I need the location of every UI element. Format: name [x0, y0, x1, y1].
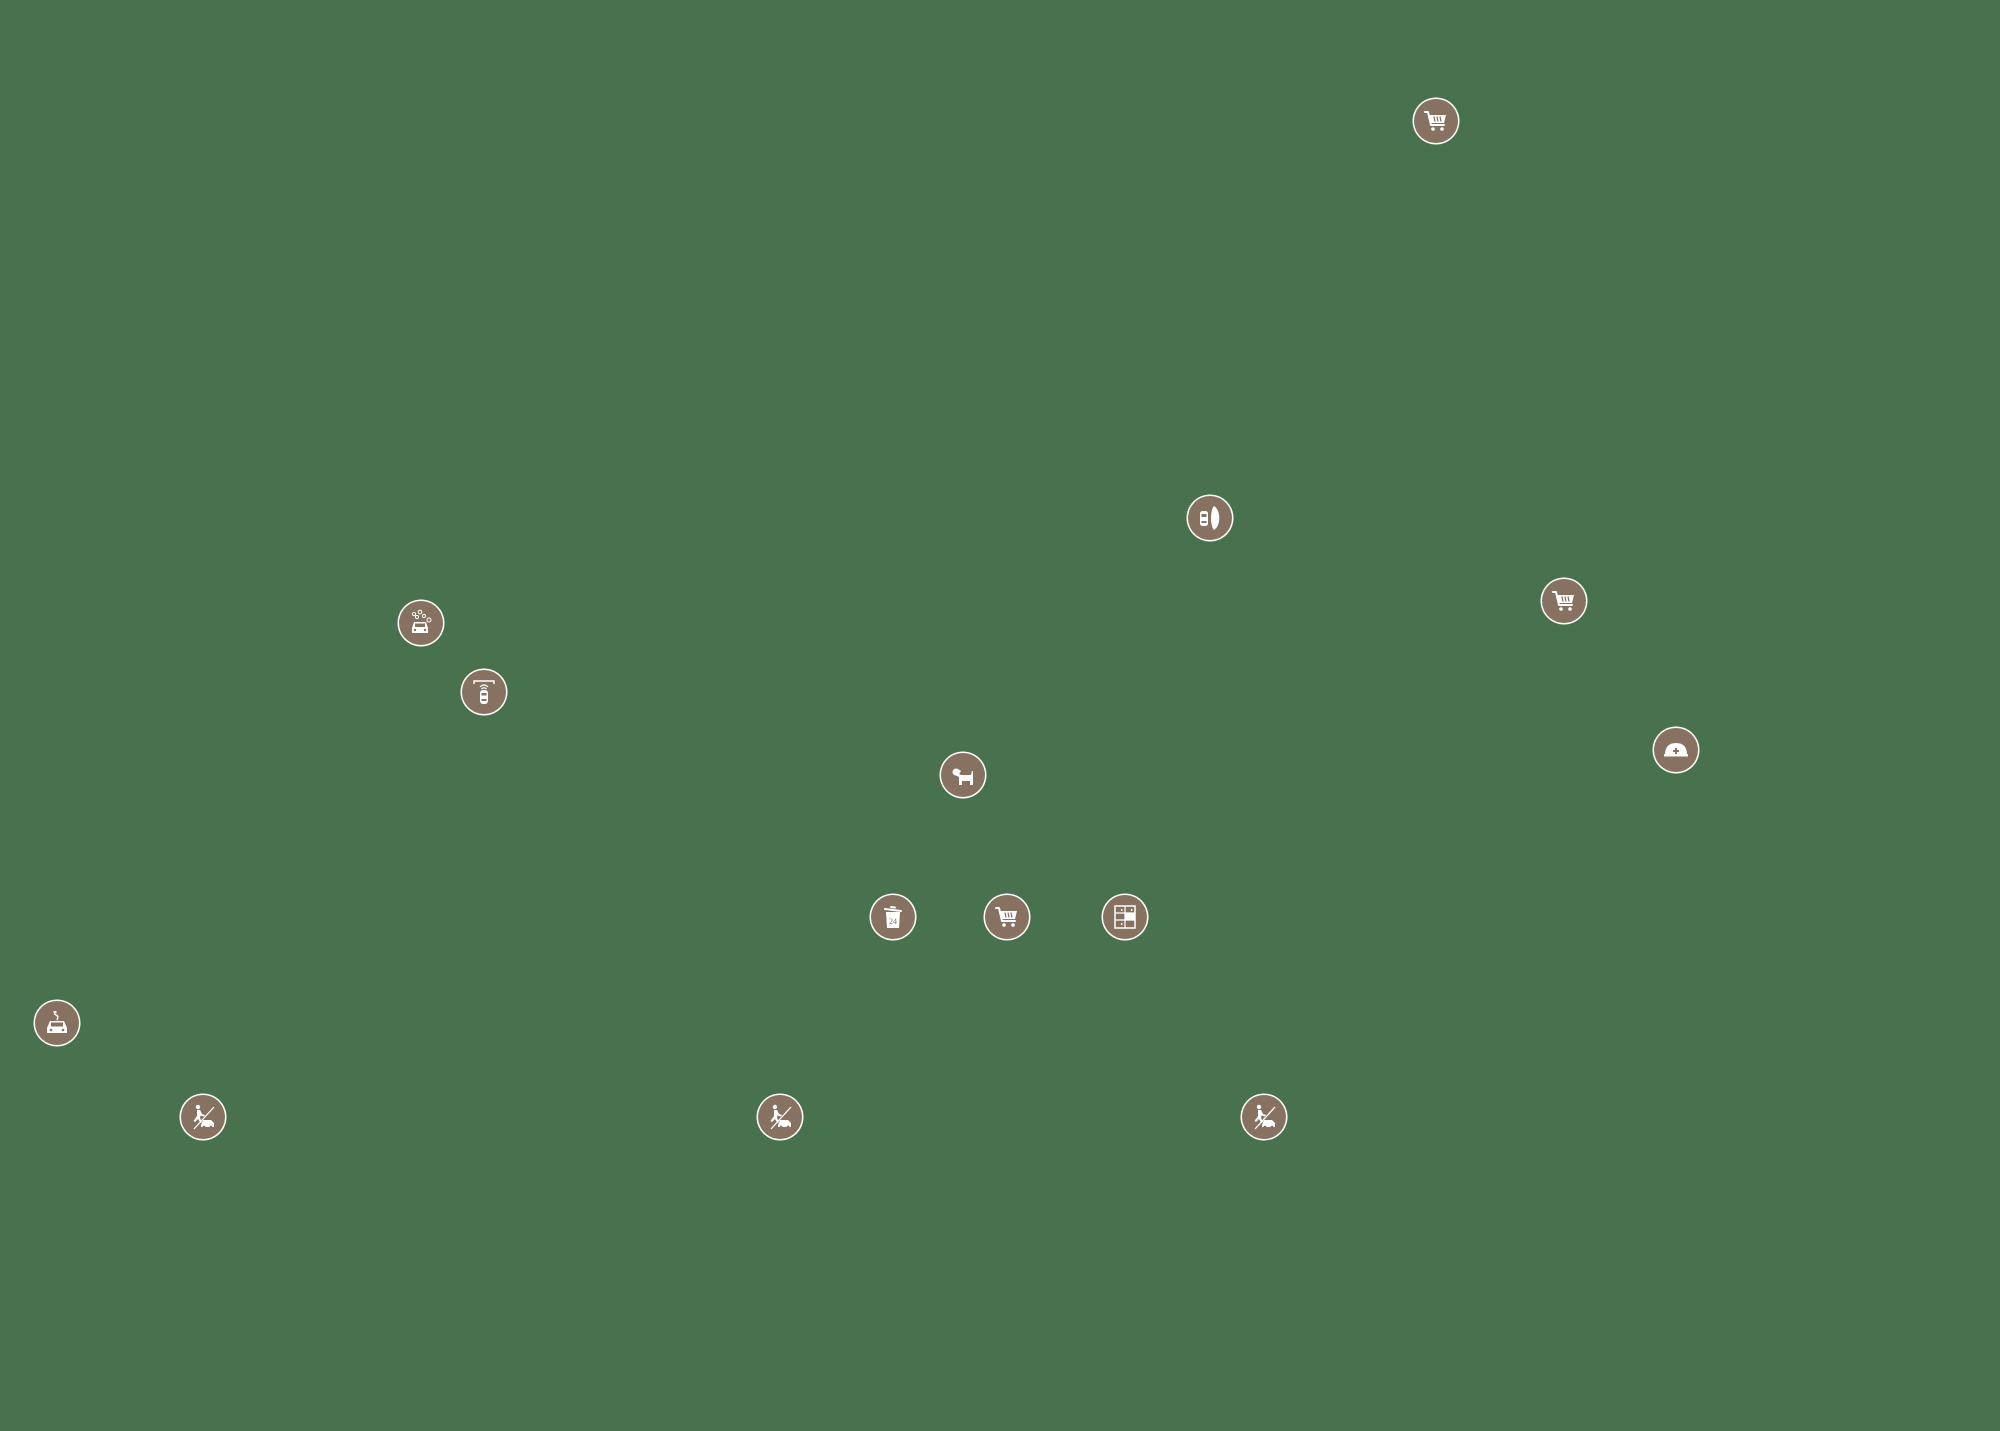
car-headlight-icon: [1200, 506, 1220, 530]
no-pedestrian-car-icon: [1254, 1104, 1276, 1130]
map-marker-shopping[interactable]: [1542, 579, 1586, 623]
map-marker-car-headlights[interactable]: [1188, 496, 1232, 540]
electric-car-icon: [47, 1011, 67, 1033]
map-marker-pedestrian-vehicle-separation[interactable]: [181, 1095, 225, 1139]
map-marker-24h-waste-disposal[interactable]: 24: [871, 895, 915, 939]
map-marker-shopping[interactable]: [985, 895, 1029, 939]
dog-icon: [952, 768, 973, 785]
map-marker-shopping[interactable]: [1414, 99, 1458, 143]
hard-hat-icon: [1664, 743, 1688, 757]
trash-24-icon: 24: [884, 906, 902, 928]
map-marker-pets[interactable]: [941, 753, 985, 797]
shopping-cart-icon: [995, 907, 1017, 927]
map-marker-pedestrian-vehicle-separation[interactable]: [1242, 1095, 1286, 1139]
map-marker-safety-helmet[interactable]: [1654, 728, 1698, 772]
map-marker-car-wash[interactable]: [399, 601, 443, 645]
shopping-cart-icon: [1424, 111, 1446, 131]
car-wash-icon: [411, 609, 432, 633]
no-pedestrian-car-icon: [193, 1104, 215, 1130]
map-marker-ev-charging[interactable]: [35, 1001, 79, 1045]
car-parking-sensor-icon: [473, 680, 495, 704]
map-marker-lockers[interactable]: [1103, 895, 1147, 939]
locker-icon: [1114, 905, 1136, 929]
shopping-cart-icon: [1552, 591, 1574, 611]
map-marker-pedestrian-vehicle-separation[interactable]: [758, 1095, 802, 1139]
map-marker-parking-sensor[interactable]: [462, 670, 506, 714]
trash-24-label: 24: [889, 917, 897, 926]
no-pedestrian-car-icon: [770, 1104, 792, 1130]
